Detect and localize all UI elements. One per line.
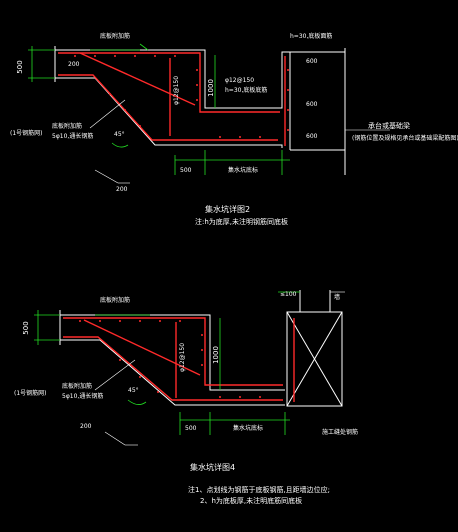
d1-slope-label-2: 5φ10,通长钢筋 — [52, 132, 93, 140]
detail-1: 500 底板附加筋 200 1000 φ12@150 h=30,底板底筋 h=3… — [10, 32, 458, 226]
d2-angle: 45° — [128, 387, 139, 394]
d1-slope-label-1: 底板附加筋 — [52, 122, 82, 130]
d2-dim-500-bottom: 500 — [185, 425, 197, 432]
d2-top-bar-label: 底板附加筋 — [100, 296, 130, 304]
d2-dim-500: 500 — [22, 321, 30, 334]
d1-note: 注:h为底厚,未注明钢筋同底板 — [195, 217, 288, 226]
detail-2-rebar — [63, 317, 295, 402]
d2-note-left: (1号钢筋网) — [14, 389, 47, 397]
d1-label-200b: 200 — [116, 186, 128, 193]
d1-label-600c: 600 — [306, 133, 318, 140]
d2-slope-label-2: 5φ10,通长钢筋 — [62, 392, 103, 400]
d1-note-left: (1号钢筋网) — [10, 129, 43, 137]
d2-label-1000: 1000 — [212, 346, 220, 364]
detail-1-texts: 500 底板附加筋 200 1000 φ12@150 h=30,底板底筋 h=3… — [10, 32, 458, 226]
d1-top-bar-label: 底板附加筋 — [100, 32, 130, 40]
d2-dim-pit: 集水坑底标 — [233, 424, 263, 432]
d2-note-2: 2、h为底板厚,未注明底筋同底板 — [200, 496, 302, 505]
d1-label-phi12v: φ12@150 — [173, 76, 180, 105]
d1-label-1000: 1000 — [207, 79, 215, 97]
d1-label-h-top: h=30,底板面筋 — [290, 32, 332, 40]
d1-label-h-flat: h=30,底板底筋 — [225, 86, 267, 94]
d2-note-1: 注1、点划线为钢筋于底板钢筋,且距墙边位应; — [188, 485, 330, 494]
detail-2-dimensions — [34, 291, 300, 435]
d2-title: 集水坑详图4 — [190, 462, 235, 472]
detail-2-texts: 500 底板附加筋 1000 φ12@150 底板附加筋 5φ10,通长钢筋 (… — [14, 291, 358, 505]
d1-label-600b: 600 — [306, 101, 318, 108]
detail-2: 500 底板附加筋 1000 φ12@150 底板附加筋 5φ10,通长钢筋 (… — [14, 290, 358, 505]
d1-dim-500-bottom: 500 — [180, 167, 192, 174]
detail-2-leaders — [94, 291, 345, 446]
detail-1-dimensions — [28, 43, 290, 175]
d2-label-wall: 墙 — [334, 293, 340, 301]
d1-dim-500: 500 — [16, 60, 24, 73]
d1-label-600a: 600 — [306, 58, 318, 65]
detail-2-outline — [59, 290, 343, 407]
detail-1-rebar — [58, 52, 286, 146]
d1-label-phi12: φ12@150 — [225, 77, 254, 84]
d1-label-200: 200 — [68, 61, 80, 68]
d1-title: 集水坑详图2 — [205, 204, 250, 214]
d1-dim-pit: 集水坑底标 — [228, 166, 258, 174]
d1-wall-sub: (钢筋位置及规格见承台或基础梁配筋图) — [352, 134, 458, 142]
d2-label-wall-bottom: 施工缝处钢筋 — [322, 428, 358, 436]
d2-slope-label-1: 底板附加筋 — [62, 382, 92, 390]
d1-wall-title: 承台或基础梁 — [368, 121, 410, 130]
d2-label-phi12: φ12@150 — [179, 343, 186, 372]
d2-label-200: 200 — [80, 423, 92, 430]
detail-1-leaders — [89, 99, 390, 184]
detail-2-rebar-dots — [79, 320, 261, 398]
detail-1-outline — [54, 46, 346, 175]
d1-angle: 45° — [114, 131, 125, 138]
detail-1-rebar-dots — [74, 55, 289, 138]
d2-dim-100: ≤100 — [280, 291, 297, 298]
